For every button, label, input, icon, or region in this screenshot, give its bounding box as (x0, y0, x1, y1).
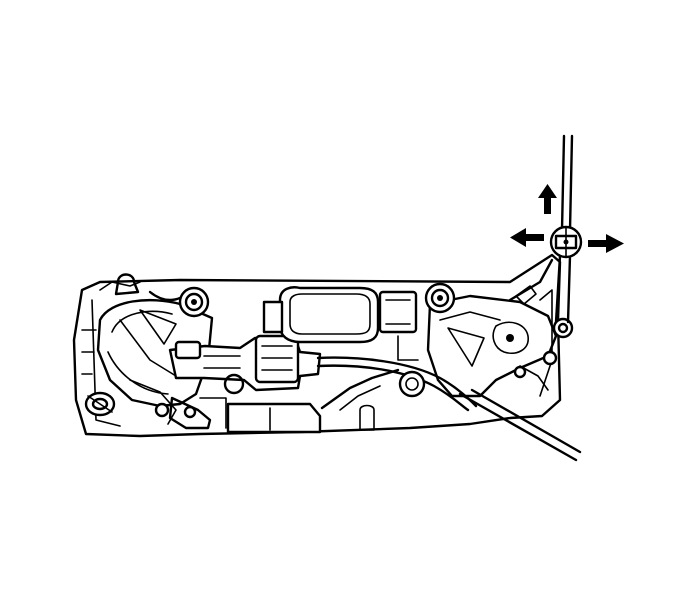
rod-end-pin (552, 317, 574, 339)
rod-clip (549, 225, 583, 259)
release-rod (554, 134, 574, 324)
motor-housing (262, 286, 419, 361)
right-pivot-bolt (424, 282, 456, 314)
left-lever-assembly (96, 273, 214, 430)
right-lever-assembly (398, 258, 558, 398)
arrow-left (510, 228, 544, 247)
left-clip (84, 391, 116, 417)
lower-bracket (199, 368, 400, 434)
arrow-right (588, 234, 624, 253)
left-pivot-bolt (178, 286, 210, 318)
arrow-up (538, 184, 557, 214)
actuator-connector (168, 334, 322, 392)
outside-rod (458, 388, 582, 462)
